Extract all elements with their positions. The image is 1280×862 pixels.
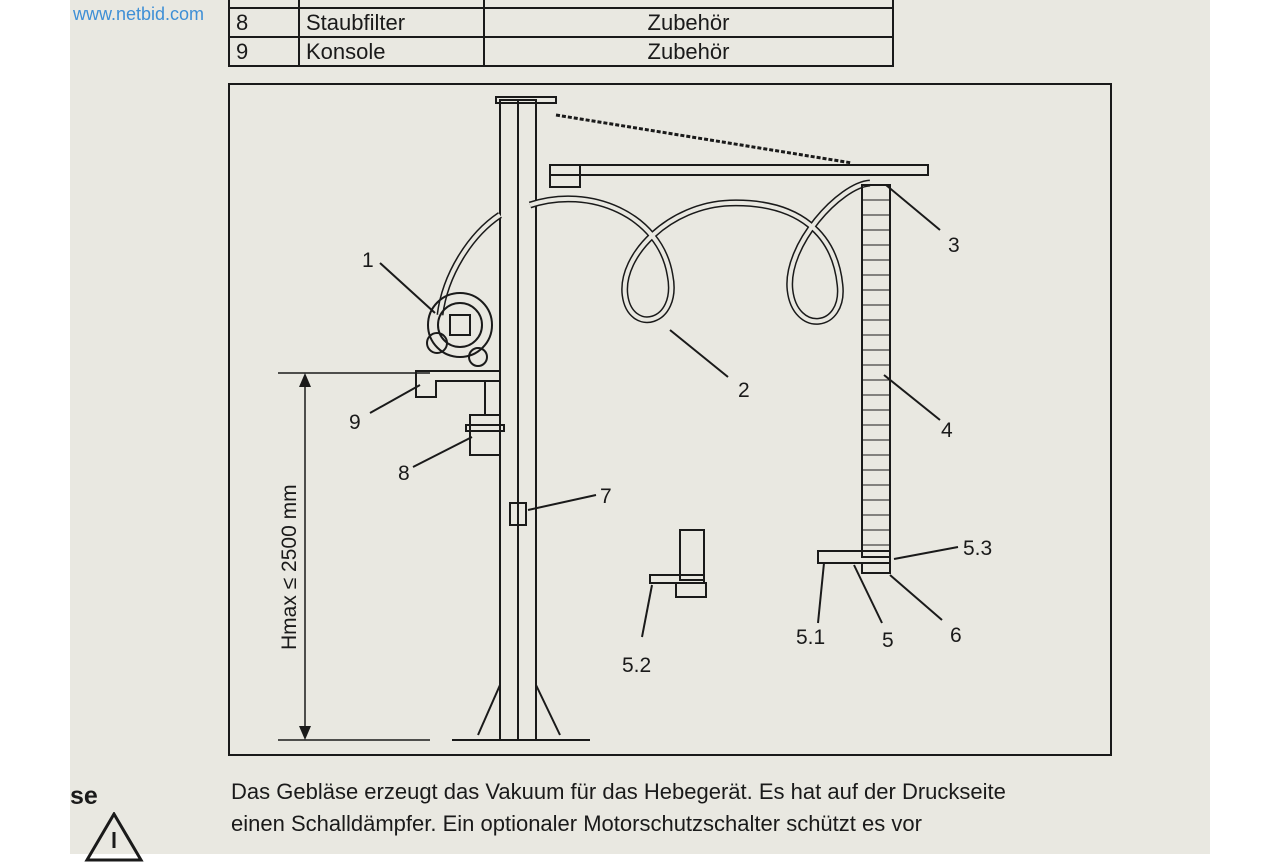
hose	[528, 179, 871, 325]
label-9: 9	[349, 411, 361, 434]
label-4: 4	[941, 419, 953, 442]
label-5-1: 5.1	[796, 626, 825, 649]
part-number: 8	[228, 7, 300, 38]
watermark-link[interactable]: www.netbid.com	[73, 4, 205, 24]
description-text: Das Gebläse erzeugt das Vakuum für das H…	[231, 776, 1111, 840]
parts-table: 8 Staubfilter Zubehör 9 Konsole Zubehör	[228, 0, 894, 67]
table-row: 8 Staubfilter Zubehör	[228, 7, 894, 38]
label-7: 7	[600, 485, 612, 508]
table-row-partial	[228, 0, 894, 9]
label-6: 6	[950, 624, 962, 647]
label-5-3: 5.3	[963, 537, 992, 560]
label-1: 1	[362, 249, 374, 272]
label-2: 2	[738, 379, 750, 402]
height-dimension-label: Hmax ≤ 2500 mm	[278, 484, 301, 650]
part-category: Zubehör	[483, 7, 894, 38]
lift-tube	[861, 184, 891, 558]
dust-filter	[469, 414, 501, 456]
label-5: 5	[882, 629, 894, 652]
lifter-diagram: 1 2 3 4 5 5.1 5.2 5.3 6 7 8 9 Hmax ≤ 250…	[278, 96, 992, 741]
boom-arm	[549, 164, 929, 176]
label-8: 8	[398, 462, 410, 485]
main-switch	[509, 502, 527, 526]
handle	[817, 550, 891, 564]
technical-drawing: 1 2 3 4 5 5.1 5.2 5.3 6 7 8 9 Hmax ≤ 250…	[228, 83, 1112, 756]
part-name: Staubfilter	[298, 7, 485, 38]
table-row: 9 Konsole Zubehör	[228, 36, 894, 67]
description-line: Das Gebläse erzeugt das Vakuum für das H…	[231, 779, 1006, 804]
blower	[427, 292, 493, 358]
label-5-2: 5.2	[622, 654, 651, 677]
warning-triangle-icon	[84, 812, 144, 862]
part-category: Zubehör	[483, 36, 894, 67]
description-line: einen Schalldämpfer. Ein optionaler Moto…	[231, 811, 922, 836]
section-heading-fragment: se	[70, 782, 98, 810]
part-name: Konsole	[298, 36, 485, 67]
part-number: 9	[228, 36, 300, 67]
document-page	[70, 0, 1210, 854]
label-3: 3	[948, 234, 960, 257]
console	[415, 370, 501, 398]
